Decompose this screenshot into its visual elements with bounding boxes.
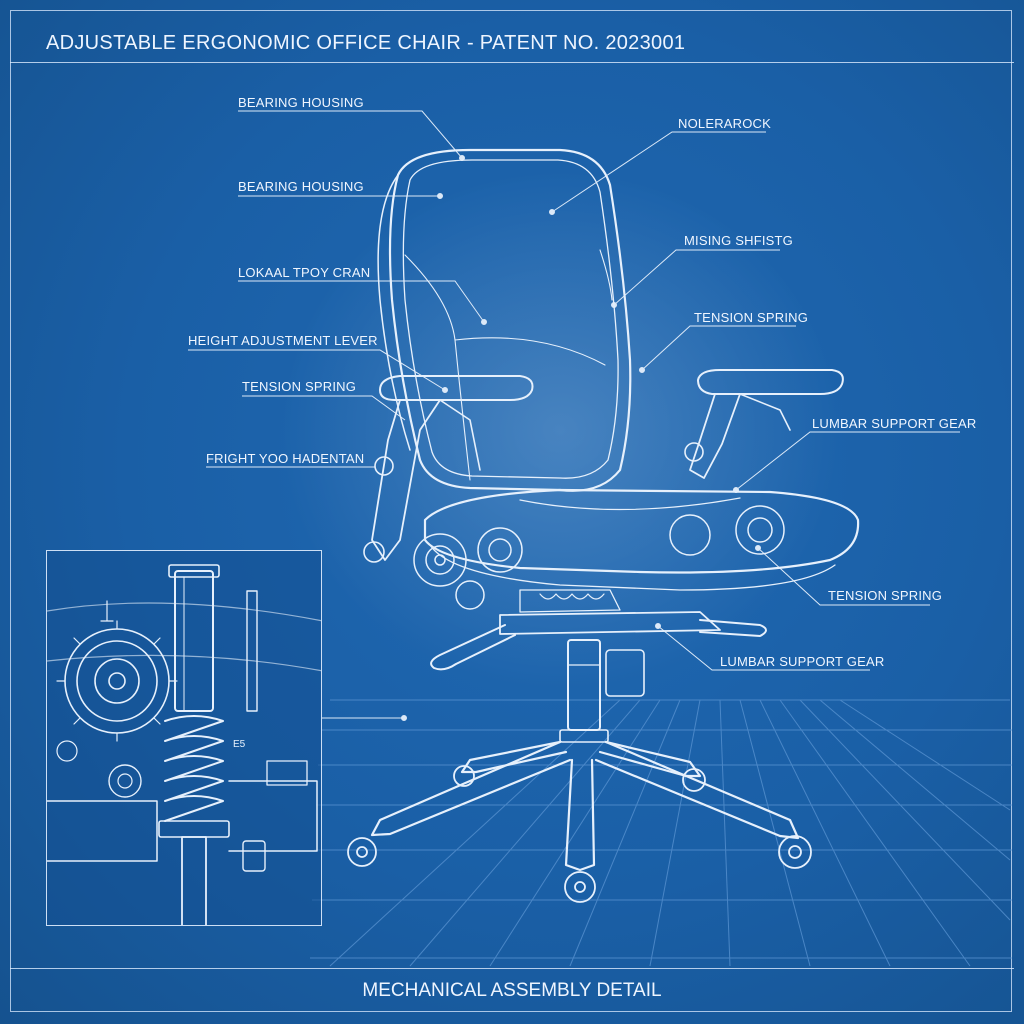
inset-marking: E5 <box>233 739 246 750</box>
under-seat-gears <box>413 505 785 613</box>
title-divider <box>10 62 1014 63</box>
backrest-inner <box>402 159 619 479</box>
inset-spring <box>164 715 224 822</box>
mechanism-detail-inset: E5 <box>46 550 322 926</box>
height-lever <box>430 624 516 671</box>
callout-tension-spring-left: TENSION SPRING <box>242 379 357 394</box>
drawing-title: ADJUSTABLE ERGONOMIC OFFICE CHAIR - PATE… <box>46 32 686 54</box>
star-base <box>370 740 800 872</box>
seat-cushion <box>423 488 860 574</box>
callout-lumbar-support-gear-lower: LUMBAR SUPPORT GEAR <box>720 654 885 669</box>
callout-tension-spring-upper: TENSION SPRING <box>694 310 809 325</box>
floor-grid <box>310 699 1012 967</box>
callout-mising-shfistg: MISING SHFISTG <box>684 233 793 248</box>
footer-divider <box>10 968 1014 969</box>
callout-lokaal-tpoy-cran: LOKAAL TPOY CRAN <box>238 265 371 280</box>
inset-cylinder <box>174 570 214 712</box>
callout-tension-spring-lower: TENSION SPRING <box>828 588 943 603</box>
callout-noleradrock: NOLERAROCK <box>678 116 772 131</box>
backrest-outer <box>388 148 632 492</box>
callout-height-adjustment-lever: HEIGHT ADJUSTMENT LEVER <box>188 333 378 348</box>
right-armrest <box>697 369 844 395</box>
callout-lumbar-support-gear-upper: LUMBAR SUPPORT GEAR <box>812 416 977 431</box>
sheet-border <box>10 10 1012 1012</box>
inset-gear <box>56 620 178 742</box>
inset-drawing <box>47 564 321 925</box>
left-armrest <box>379 375 534 401</box>
drawing-footer: MECHANICAL ASSEMBLY DETAIL <box>362 980 662 1001</box>
callout-bearing-housing-top: BEARING HOUSING <box>238 95 364 110</box>
callout-fright-yoo-hadentan: FRIGHT YOO HADENTAN <box>206 451 365 466</box>
callout-bearing-housing: BEARING HOUSING <box>238 179 364 194</box>
casters <box>347 765 812 903</box>
leader-lines <box>188 110 960 721</box>
